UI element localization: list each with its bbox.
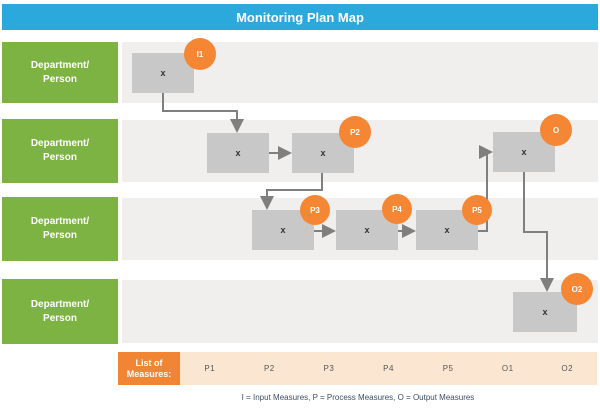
measure-item-p5: P5 [442, 364, 454, 373]
measure-badge-o: O [540, 114, 572, 146]
lane-label-text: Department/ [30, 298, 90, 310]
node-label: x [542, 307, 548, 317]
title-bar: Monitoring Plan Map [2, 4, 598, 30]
lane-label-text: Person [43, 312, 77, 324]
node-label: x [235, 148, 241, 158]
measures-header-text: Measures: [126, 368, 172, 379]
lane-label-3: Department/ Person [2, 197, 118, 261]
lane-label-4: Department/ Person [2, 279, 118, 344]
measure-badge-p3: P3 [300, 195, 330, 225]
lane-label-text: Department/ [30, 59, 90, 71]
lane-label-1: Department/ Person [2, 42, 118, 103]
node-label: x [444, 225, 450, 235]
measure-badge-p2: P2 [339, 116, 371, 148]
process-node-2: x [207, 133, 269, 173]
lane-label-2: Department/ Person [2, 119, 118, 183]
node-label: x [364, 225, 370, 235]
node-label: x [280, 225, 286, 235]
measure-item-o2: O2 [561, 364, 574, 373]
page-title: Monitoring Plan Map [236, 9, 364, 25]
lane-label-text: Person [43, 230, 77, 241]
measure-item-p1: P1 [204, 364, 216, 373]
measures-header-text: List of [135, 357, 163, 368]
measures-band: List of Measures: P1 P2 P3 P4 P5 O1 O2 [118, 352, 597, 385]
measure-item-o1: O1 [501, 364, 514, 373]
lane-label-text: Department/ [30, 138, 90, 149]
lane-label-text: Person [43, 152, 77, 163]
node-label: x [521, 147, 527, 157]
process-node-4: x [493, 132, 555, 172]
process-node-1: x [132, 53, 194, 93]
measure-badge-o2: O2 [561, 273, 593, 305]
lane-label-text: Person [43, 73, 77, 85]
node-label: x [320, 148, 326, 158]
measure-item-p3: P3 [323, 364, 335, 373]
measure-badge-i1: I1 [184, 38, 216, 70]
measure-item-p4: P4 [383, 364, 394, 373]
node-label: x [160, 68, 166, 78]
measures-header: List of Measures: [118, 352, 180, 385]
measure-badge-p5: P5 [462, 195, 492, 225]
legend-text: I = Input Measures, P = Process Measures… [241, 393, 475, 402]
lane-label-text: Department/ [30, 216, 90, 227]
measures-list: P1 P2 P3 P4 P5 O1 O2 [180, 352, 597, 385]
measure-badge-p4: P4 [382, 194, 412, 224]
measure-item-p2: P2 [263, 364, 275, 373]
